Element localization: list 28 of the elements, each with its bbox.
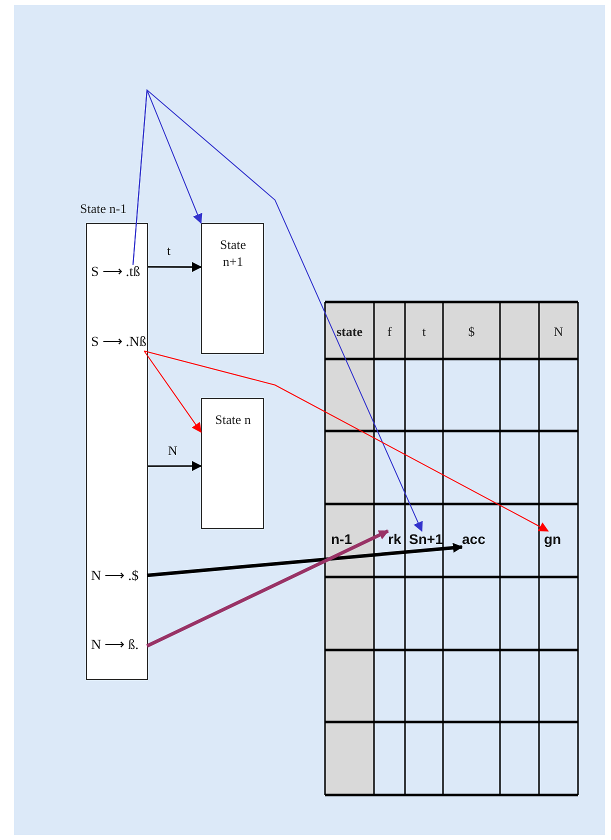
production-rule: S ⟶ .Nß — [91, 335, 147, 351]
column-header: N — [552, 324, 564, 340]
state-label: State n+1 — [219, 236, 247, 270]
table-entry: gn — [544, 531, 564, 547]
row-label: n-1 — [331, 531, 353, 547]
column-header: f — [386, 324, 393, 340]
arrow — [144, 350, 549, 532]
table-entry: acc — [462, 531, 488, 547]
production-rule: N ⟶ .$ — [91, 569, 147, 585]
arrow — [148, 262, 202, 272]
arrow — [148, 461, 202, 471]
column-header: t — [421, 324, 427, 340]
production-rule: N ⟶ ß. — [91, 638, 147, 654]
table-entry: rk — [388, 531, 404, 547]
production-rule: S ⟶ .tß — [91, 265, 147, 281]
arrow — [144, 350, 202, 433]
arrow — [146, 542, 463, 578]
arrow — [132, 88, 423, 532]
state-heading: State n-1 — [80, 200, 127, 217]
edge-label: N — [168, 444, 178, 458]
table-entry: Sn+1 — [409, 531, 441, 547]
edge-label: t — [167, 244, 171, 258]
state-box — [201, 398, 264, 529]
column-header: $ — [467, 324, 476, 340]
state-box — [201, 223, 264, 354]
column-header: state — [336, 324, 364, 340]
state-label: State n — [214, 411, 252, 428]
arrow — [146, 529, 389, 648]
